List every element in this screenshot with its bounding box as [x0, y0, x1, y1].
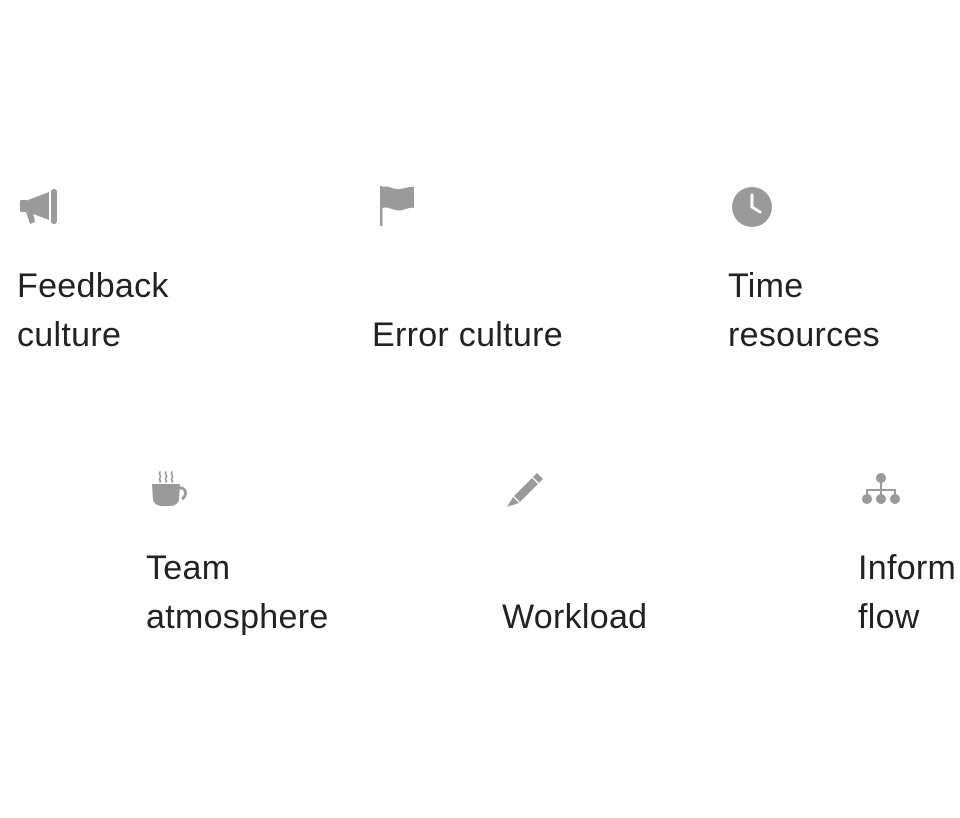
- topic-label: Time resources: [728, 267, 880, 354]
- topic-card-information-flow: Inform flow: [858, 468, 960, 642]
- topic-label: Workload: [502, 598, 648, 636]
- coffee-cup-icon: [146, 468, 194, 512]
- topic-label: Inform flow: [858, 549, 957, 636]
- topic-card-workload: Workload: [502, 468, 822, 642]
- flag-icon: [372, 186, 420, 230]
- megaphone-icon: [17, 186, 65, 230]
- topic-card-feedback-culture: Feedback culture: [17, 186, 337, 360]
- topic-card-team-atmosphere: Team atmosphere: [146, 468, 466, 642]
- topic-label: Team atmosphere: [146, 549, 329, 636]
- topic-label: Error culture: [372, 316, 563, 354]
- topic-label: Feedback culture: [17, 267, 169, 354]
- pencil-icon: [502, 468, 550, 512]
- clock-icon: [728, 186, 776, 230]
- org-chart-icon: [858, 468, 906, 512]
- topic-card-error-culture: Error culture: [372, 186, 692, 360]
- topic-card-time-resources: Time resources: [728, 186, 960, 360]
